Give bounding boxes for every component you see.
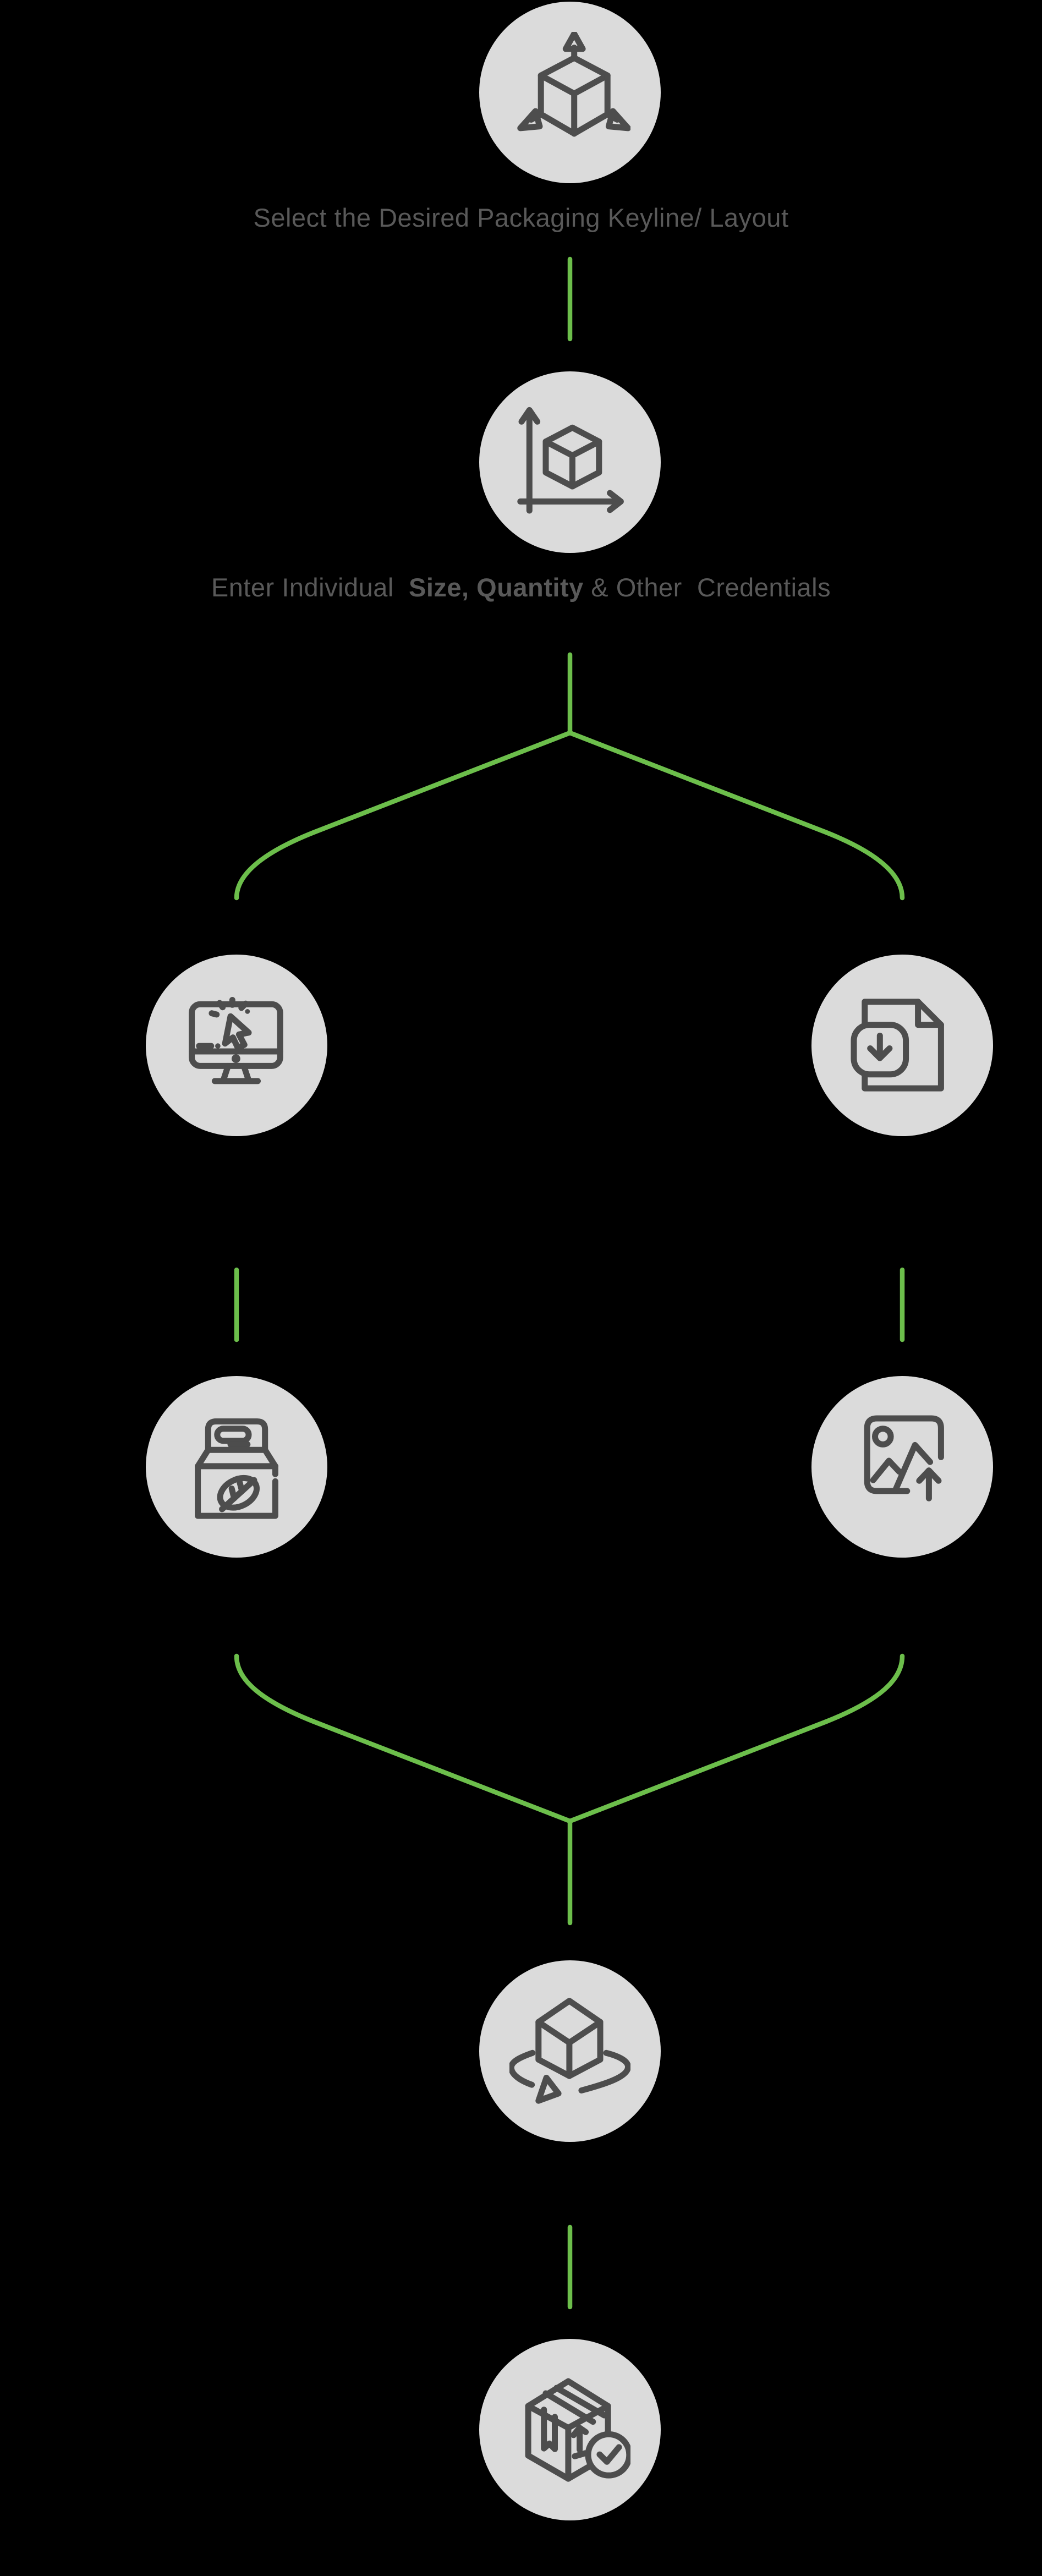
connector-merge-right xyxy=(567,1653,905,1824)
step2-label: Enter Individual Size, Quantity & Other … xyxy=(0,571,1042,604)
cube-dimensions-icon xyxy=(517,32,630,137)
branch-left-row1-circle xyxy=(146,955,327,1136)
package-delivered-check-icon xyxy=(525,2378,630,2482)
step2-node-circle xyxy=(479,371,661,553)
cube-360-rotate-icon xyxy=(509,1998,630,2104)
step6-node-circle xyxy=(479,2339,661,2520)
monitor-click-icon xyxy=(189,997,283,1084)
step1-node-circle xyxy=(479,2,661,183)
branch-right-row1-circle xyxy=(811,955,993,1136)
cube-measure-axes-icon xyxy=(517,407,624,514)
step1-label: Select the Desired Packaging Keyline/ La… xyxy=(253,203,789,232)
step5-node-circle xyxy=(479,1960,661,2142)
step2-label-prefix: Enter Individual xyxy=(211,573,409,602)
connector-split-left xyxy=(234,730,573,901)
branch-right-row2-circle xyxy=(811,1376,993,1558)
connector-merge-left xyxy=(234,1653,573,1824)
file-download-icon xyxy=(851,999,944,1092)
eco-package-leaf-icon xyxy=(195,1418,278,1519)
step2-label-bold: Size, Quantity xyxy=(408,573,584,602)
connector-split-right xyxy=(567,730,905,901)
image-upload-icon xyxy=(864,1415,944,1501)
branch-left-row2-circle xyxy=(146,1376,327,1558)
step2-label-suffix: & Other Credentials xyxy=(583,573,831,602)
